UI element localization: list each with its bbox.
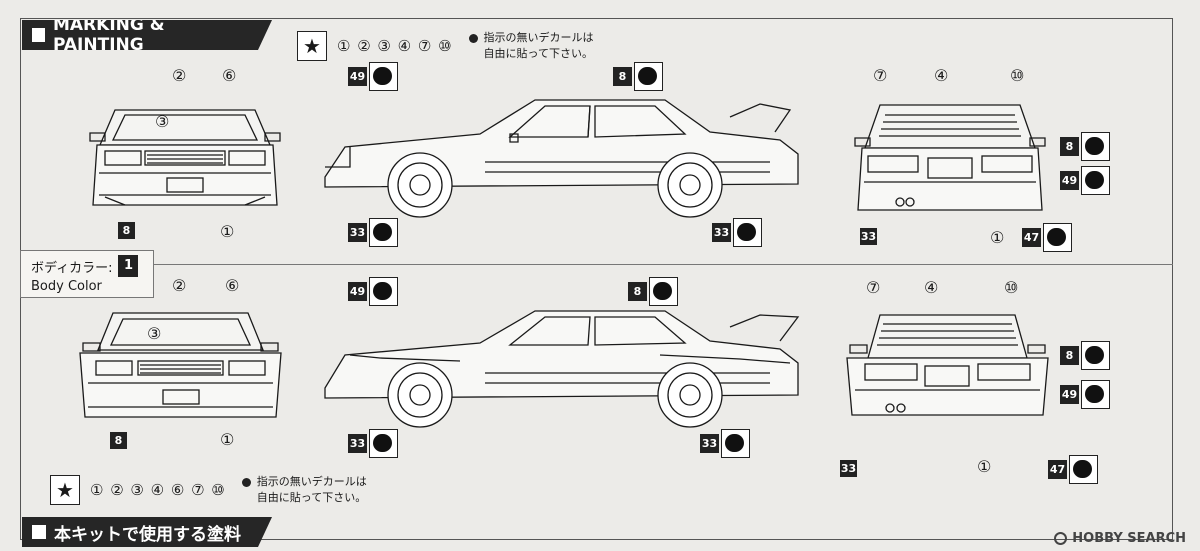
paint-33: 33 xyxy=(700,429,750,458)
paint-8: 8 xyxy=(1060,132,1110,161)
paint-33: 33 xyxy=(348,429,398,458)
callout-1: ① xyxy=(990,228,1005,247)
body-color-label-jp: ボディカラー: xyxy=(31,260,113,276)
paint-47: 47 xyxy=(1048,455,1098,484)
callout-6: ⑥ xyxy=(225,276,240,295)
car-front-view-top xyxy=(89,109,281,206)
callout-3: ③ xyxy=(147,324,162,343)
callout-4: ④ xyxy=(924,278,939,297)
paints-header: 本キットで使用する塗料 xyxy=(22,517,272,547)
car-rear-view-bottom xyxy=(846,314,1049,416)
paint-49: 49 xyxy=(1060,166,1110,195)
callout-1: ① xyxy=(220,430,235,449)
marking-painting-header: MARKING & PAINTING xyxy=(22,20,272,50)
paint-49: 49 xyxy=(1060,380,1110,409)
paint-49: 49 xyxy=(348,277,398,306)
paint-49: 49 xyxy=(348,62,398,91)
paint-8: 8 xyxy=(1060,341,1110,370)
decal-note: 指示の無いデカールは 自由に貼って下さい。 xyxy=(241,474,367,506)
paint-num-8: 8 xyxy=(110,432,127,449)
paint-8: 8 xyxy=(613,62,663,91)
callout-10: ⑩ xyxy=(1004,278,1019,297)
callout-7: ⑦ xyxy=(873,66,888,85)
body-color-box: ボディカラー: 1 Body Color xyxy=(20,250,154,298)
header-title: 本キットで使用する塗料 xyxy=(54,524,241,545)
header-square-icon xyxy=(32,525,46,539)
body-color-label-en: Body Color xyxy=(31,279,102,294)
car-front-view-bottom xyxy=(79,312,282,418)
decal-legend-top: ★ ① ② ③ ④ ⑦ ⑩ 指示の無いデカールは 自由に貼って下さい。 xyxy=(297,30,594,62)
star-icon: ★ xyxy=(50,475,80,505)
watermark: HOBBY SEARCH xyxy=(1054,531,1186,546)
car-side-view-top xyxy=(324,99,799,218)
star-icon: ★ xyxy=(297,31,327,61)
car-side-view-bottom xyxy=(324,310,800,428)
header-square-icon xyxy=(32,28,45,42)
callout-2: ② xyxy=(172,66,187,85)
paint-33: 33 xyxy=(348,218,398,247)
hobby-search-logo-icon xyxy=(1054,532,1068,545)
car-rear-view-top xyxy=(854,104,1046,211)
decal-numbers: ① ② ③ ④ ⑥ ⑦ ⑩ xyxy=(90,481,226,499)
paint-47: 47 xyxy=(1022,223,1072,252)
callout-6: ⑥ xyxy=(222,66,237,85)
callout-1: ① xyxy=(220,222,235,241)
paint-num-33: 33 xyxy=(860,228,877,245)
callout-4: ④ xyxy=(934,66,949,85)
decal-legend-bottom: ★ ① ② ③ ④ ⑥ ⑦ ⑩ 指示の無いデカールは 自由に貼って下さい。 xyxy=(50,474,367,506)
callout-10: ⑩ xyxy=(1010,66,1025,85)
decal-numbers: ① ② ③ ④ ⑦ ⑩ xyxy=(337,37,453,55)
callout-2: ② xyxy=(172,276,187,295)
body-color-number: 1 xyxy=(118,255,139,277)
paint-num-33: 33 xyxy=(840,460,857,477)
section-divider xyxy=(20,264,1173,265)
callout-1: ① xyxy=(977,457,992,476)
paint-8: 8 xyxy=(628,277,678,306)
paint-num-8: 8 xyxy=(118,222,135,239)
paint-33: 33 xyxy=(712,218,762,247)
callout-3: ③ xyxy=(155,112,170,131)
header-title: MARKING & PAINTING xyxy=(52,15,165,55)
decal-note: 指示の無いデカールは 自由に貼って下さい。 xyxy=(468,30,594,62)
callout-7: ⑦ xyxy=(866,278,881,297)
